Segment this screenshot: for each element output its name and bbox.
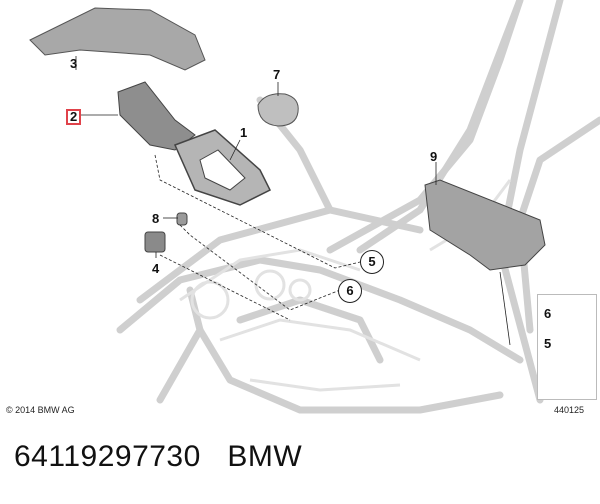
callout-7: 7 bbox=[273, 67, 281, 82]
dashed-leaders bbox=[154, 154, 361, 321]
callout-3: 3 bbox=[70, 56, 78, 71]
part-4-block bbox=[144, 231, 166, 253]
legend-panel: 6 5 bbox=[537, 294, 597, 400]
part-number: 64119297730 bbox=[14, 440, 201, 473]
callout-1: 1 bbox=[240, 125, 248, 140]
copyright-text: © 2014 BMW AG bbox=[6, 405, 75, 415]
callout-2: 2 bbox=[66, 109, 82, 125]
part-8-clip bbox=[176, 212, 188, 226]
callout-5: 5 bbox=[360, 250, 384, 274]
part-3-cover-panel bbox=[29, 7, 206, 71]
callout-9: 9 bbox=[430, 149, 438, 164]
part-9-bracket bbox=[424, 179, 546, 271]
legend-label-6: 6 bbox=[544, 306, 552, 321]
callout-8: 8 bbox=[152, 211, 160, 226]
diagram-id: 440125 bbox=[554, 405, 585, 415]
part-number-line: 64119297730 BMW bbox=[14, 440, 302, 474]
callout-4: 4 bbox=[152, 261, 160, 276]
car-body-frame bbox=[116, 0, 600, 414]
callout-6: 6 bbox=[338, 279, 362, 303]
part-2-wedge-cover bbox=[117, 81, 196, 151]
part-7-cap bbox=[257, 93, 299, 127]
parts-diagram bbox=[29, 0, 600, 414]
brand-name: BMW bbox=[227, 440, 303, 473]
legend-label-5: 5 bbox=[544, 336, 552, 351]
leader-lines bbox=[75, 56, 511, 346]
